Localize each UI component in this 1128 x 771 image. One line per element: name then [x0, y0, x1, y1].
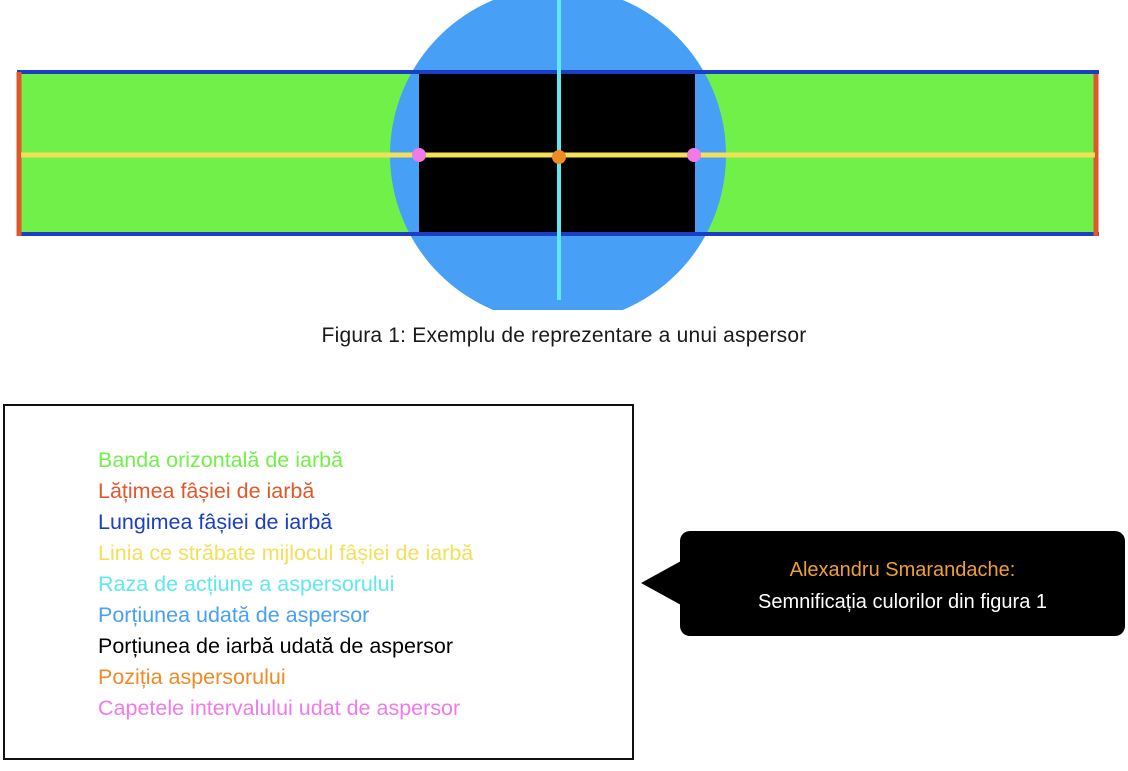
legend-item-midline: Linia ce străbate mijlocul fâșiei de iar… [98, 541, 474, 565]
callout-pointer [641, 561, 681, 605]
sprinkler-position-point [552, 150, 566, 164]
legend-item-strip-width: Lățimea fâșiei de iarbă [98, 479, 315, 503]
legend-item-grass-strip: Banda orizontală de iarbă [98, 448, 344, 472]
callout-author: Alexandru Smarandache: [789, 559, 1016, 581]
legend-item-sprinkler-radius: Raza de acțiune a aspersorului [98, 572, 395, 596]
callout-text: Semnificația culorilor din figura 1 [757, 591, 1048, 613]
color-legend-box: Banda orizontală de iarbă Lățimea fâșiei… [3, 404, 634, 760]
watered-interval-end-point [687, 148, 701, 162]
sprinkler-figure [16, 0, 1099, 310]
legend-item-sprinkler-position: Poziția aspersorului [98, 665, 286, 689]
author-callout: Alexandru Smarandache: Semnificația culo… [680, 531, 1125, 636]
legend-list: Banda orizontală de iarbă Lățimea fâșiei… [98, 445, 473, 724]
legend-item-interval-endpoints: Capetele intervalului udat de aspersor [98, 696, 461, 720]
legend-item-strip-length: Lungimea fâșiei de iarbă [98, 510, 333, 534]
legend-item-watered-grass: Porțiunea de iarbă udată de aspersor [98, 634, 453, 658]
figure-caption: Figura 1: Exemplu de reprezentare a unui… [321, 324, 807, 347]
legend-item-watered-area: Porțiunea udată de aspersor [98, 603, 370, 627]
watered-interval-start-point [412, 148, 426, 162]
